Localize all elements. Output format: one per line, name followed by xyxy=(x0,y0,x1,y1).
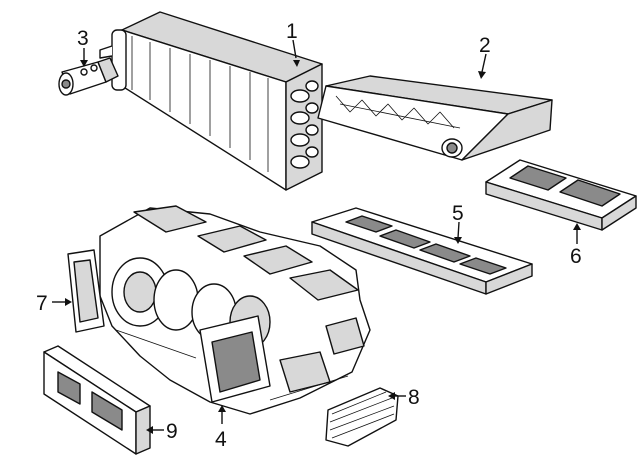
part-6-filter-frame[interactable] xyxy=(485,159,637,231)
part-2-heater-core[interactable] xyxy=(317,75,553,161)
part-3-expansion-valve[interactable] xyxy=(58,57,119,96)
callout-3: 3 xyxy=(77,27,89,50)
part-7-seal[interactable] xyxy=(67,249,105,333)
part-1-evaporator-core[interactable] xyxy=(99,11,323,191)
callout-1: 1 xyxy=(286,20,298,43)
callout-2: 2 xyxy=(479,34,491,57)
part-4-hvac-housing[interactable] xyxy=(99,205,371,415)
callout-6: 6 xyxy=(570,245,582,268)
callout-5: 5 xyxy=(452,202,464,225)
callout-4: 4 xyxy=(215,428,227,451)
part-8-hose[interactable] xyxy=(325,387,399,447)
part-5-filter-panel[interactable] xyxy=(311,207,533,295)
callout-8: 8 xyxy=(408,386,420,409)
callout-7: 7 xyxy=(36,292,48,315)
callout-9: 9 xyxy=(166,420,178,443)
leader-lines xyxy=(52,39,581,434)
part-9-cover[interactable] xyxy=(43,345,151,455)
